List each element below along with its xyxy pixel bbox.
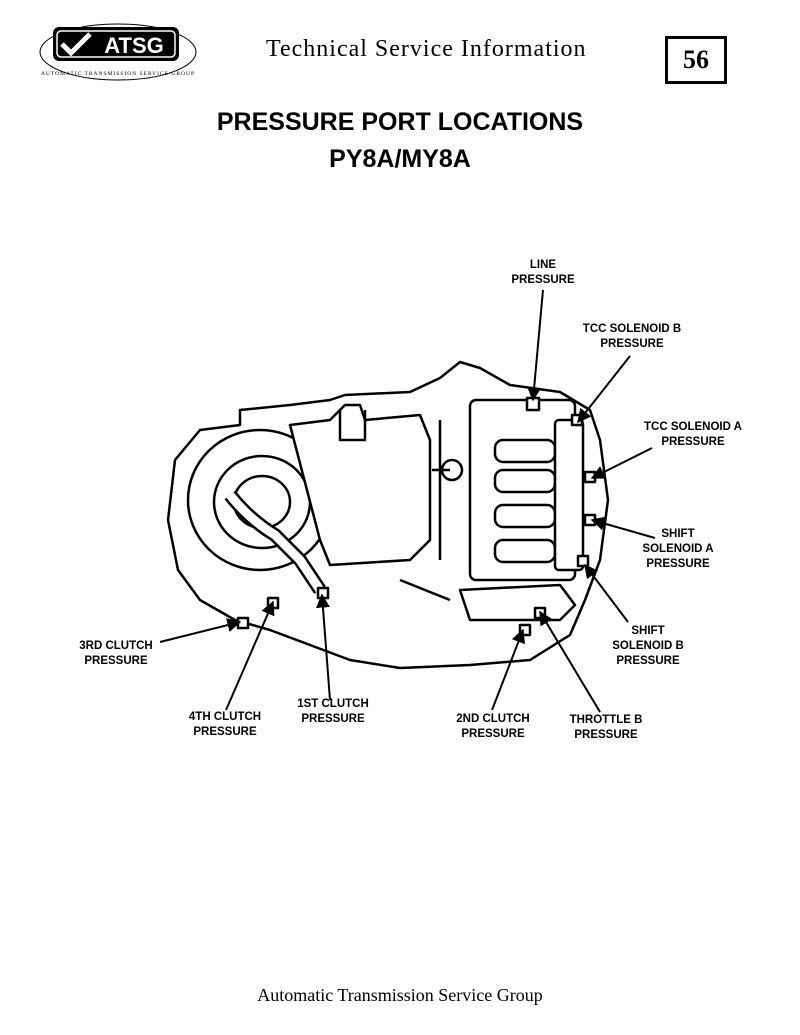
label-1st-clutch-pressure: 1ST CLUTCH PRESSURE [297,698,369,725]
atsg-logo: ATSG AUTOMATIC TRANSMISSION SERVICE GROU… [39,23,197,81]
logo-ring-text: AUTOMATIC TRANSMISSION SERVICE GROUP [41,71,195,77]
label-throttle-b-pressure: THROTTLE B PRESSURE [569,714,643,741]
label-tcc-solenoid-b-pressure: TCC SOLENOID B PRESSURE [582,323,682,350]
document-subtitle: PY8A/MY8A [329,145,471,173]
label-line-pressure: LINE PRESSURE [511,259,575,286]
label-shift-solenoid-a-pressure: SHIFT SOLENOID A PRESSURE [642,528,714,570]
page-number: 56 [665,36,727,84]
label-tcc-solenoid-a-pressure: TCC SOLENOID A PRESSURE [644,421,742,448]
label-4th-clutch-pressure: 4TH CLUTCH PRESSURE [188,711,262,738]
label-2nd-clutch-pressure: 2ND CLUTCH PRESSURE [456,713,530,740]
footer-text: Automatic Transmission Service Group [257,985,543,1005]
label-3rd-clutch-pressure: 3RD CLUTCH PRESSURE [79,640,153,667]
document-title: PRESSURE PORT LOCATIONS [216,108,584,136]
label-shift-solenoid-b-pressure: SHIFT SOLENOID B PRESSURE [612,625,684,667]
header-title: Technical Service Information [266,36,587,62]
logo-text: ATSG [104,33,163,58]
